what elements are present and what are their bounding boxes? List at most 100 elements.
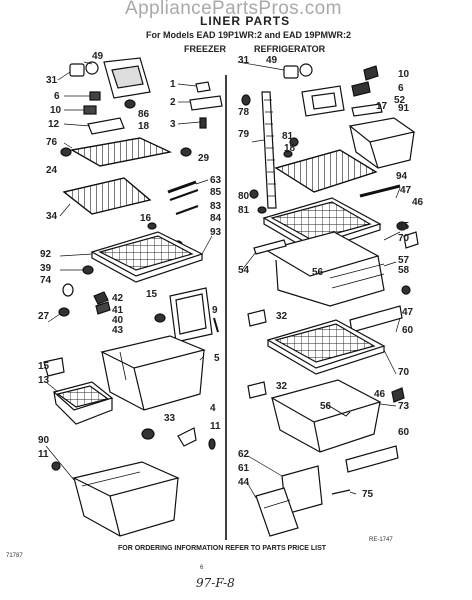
part-29 [180,147,192,157]
callout-5: 5 [214,353,220,364]
wall-panel-44 [255,487,299,537]
callout-74: 74 [40,275,52,286]
callout-76: 76 [46,137,58,148]
callout-90: 90 [38,435,50,446]
callout-46-lower: 46 [374,389,386,400]
callout-32-upper: 32 [276,311,288,322]
refrigerator-label: REFRIGERATOR [254,44,326,54]
callout-70-lower: 70 [398,367,410,378]
callout-94: 94 [396,171,408,182]
part-39 [82,265,94,275]
freezer-basket-90 [72,461,180,537]
callout-54: 54 [238,265,250,276]
callout-9: 9 [212,305,218,316]
drawer-front-60-lower [345,445,399,473]
fridge-light-bulb [283,63,313,79]
callout-83: 83 [210,201,222,212]
part-78 [241,94,251,106]
callout-60-lower: 60 [398,427,410,438]
callout-49: 49 [92,51,104,62]
fridge-glass-shelf-lower [266,319,386,375]
part-16 [147,222,157,230]
callout-34: 34 [46,211,58,222]
callout-40: 40 [112,315,124,326]
callout-17: 17 [376,101,388,112]
part-46-lower [391,387,405,403]
callout-57: 57 [398,255,410,266]
callout-92: 92 [40,249,52,260]
fridge-glass-shelf-upper [262,197,382,253]
part-9 [213,317,219,333]
callout-91: 91 [398,103,410,114]
callout-41: 41 [112,305,124,316]
part-4 [177,427,197,447]
part-18-fridge [283,150,293,158]
diagram-code: 71787 [6,553,23,559]
light-bulb-part [69,61,99,77]
callout-63: 63 [210,175,222,186]
callout-31: 31 [46,75,58,86]
callout-11-left: 11 [38,449,49,460]
callout-2: 2 [170,97,176,108]
freezer-shelf-upper [70,137,172,167]
freezer-label: FREEZER [184,44,227,54]
callout-81-upper: 81 [282,131,294,142]
callout-39: 39 [40,263,52,274]
diagram-title: LINER PARTS [200,14,291,28]
watermark: AppliancePartsPros.com [125,0,342,19]
callout-32-lower: 32 [276,381,288,392]
ice-cube-tray [52,381,114,425]
callout-29: 29 [198,153,210,164]
door-panel-93 [169,287,213,343]
callout-3: 3 [170,119,176,130]
callout-4: 4 [210,403,216,414]
callout-12: 12 [48,119,60,130]
callout-24: 24 [46,165,58,176]
ordering-footer: FOR ORDERING INFORMATION REFER TO PARTS … [118,545,327,552]
callout-61: 61 [238,463,250,474]
part-32-lower [247,381,267,399]
shelf-ladder-79 [261,91,277,209]
models-subtitle: For Models EAD 19P1WR:2 and EAD 19PMWR:2 [146,30,352,40]
callout-45: 45 [398,221,410,232]
part-41 [95,301,111,315]
callout-49-fridge: 49 [266,55,278,66]
part-3 [199,117,207,129]
rod-85 [169,189,199,201]
part-11-left [51,461,61,471]
callout-10-fridge: 10 [398,69,410,80]
part-6-fridge [351,81,371,97]
part-15-clip [154,313,166,323]
part-17 [351,103,383,117]
part-1 [195,81,211,93]
callout-78: 78 [238,107,250,118]
callout-15-lower: 15 [38,361,50,372]
callout-43: 43 [112,325,124,336]
callout-13: 13 [38,375,50,386]
part-80 [249,189,259,199]
dairy-bin-91 [348,117,416,169]
control-panel-52 [301,85,345,117]
meat-drawer-73 [270,379,382,453]
part-33 [141,428,155,440]
callout-15-upper: 15 [146,289,158,300]
rod-83 [175,205,199,215]
part-32-bracket [247,309,267,327]
part-47-lower [401,285,411,295]
part-47-clip [396,221,408,231]
callout-60-upper: 60 [402,325,414,336]
callout-75: 75 [362,489,374,500]
part-24 [60,147,72,157]
callout-52: 52 [394,95,406,106]
part-81-lower [257,206,267,214]
callout-79: 79 [238,129,250,140]
part-6 [89,91,101,101]
callout-33: 33 [164,413,176,424]
part-46-bracket [403,231,419,249]
page-marker: 6 [200,565,204,571]
callout-80: 80 [238,191,250,202]
callout-27: 27 [38,311,50,322]
light-shield-part [87,117,125,135]
freezer-wire-shelf [62,177,152,215]
callout-31-fridge: 31 [238,55,250,66]
